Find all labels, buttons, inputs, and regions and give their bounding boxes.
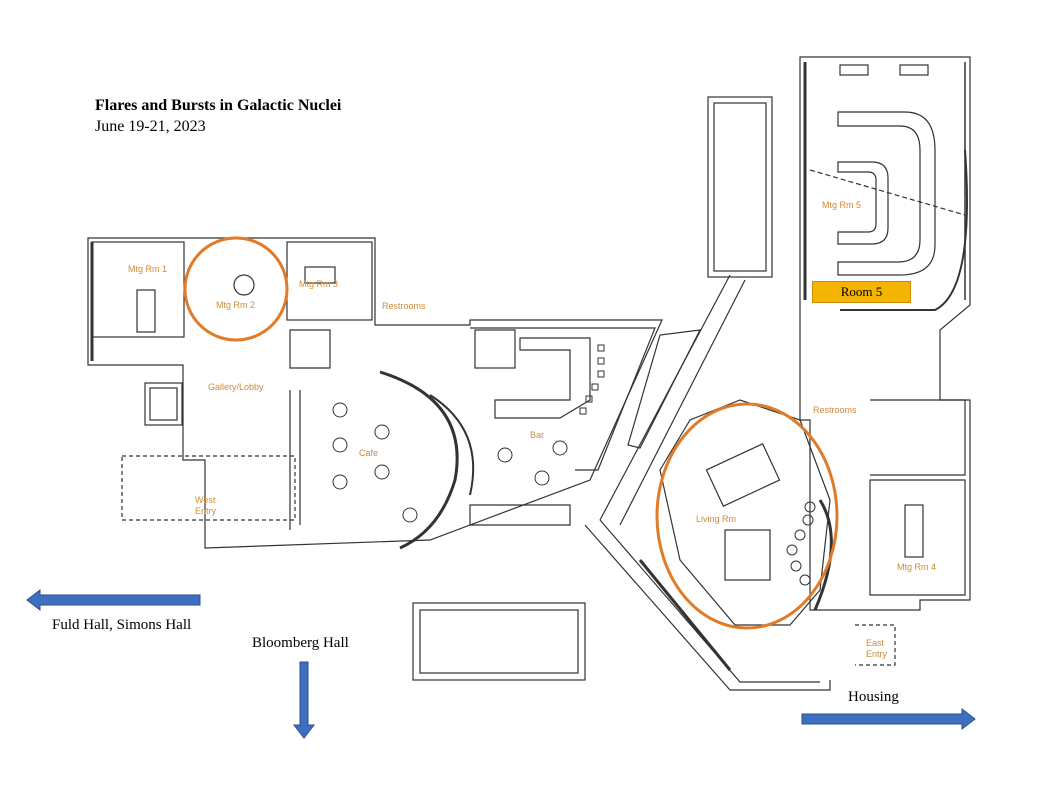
direction-south-label: Bloomberg Hall: [252, 635, 349, 651]
label-mtg-rm-2: Mtg Rm 2: [216, 300, 256, 310]
label-west-entry-1: West: [195, 495, 216, 505]
east-wing-outline: [799, 56, 971, 611]
living-rm-highlight-circle: [655, 402, 839, 630]
label-mtg-rm-5: Mtg Rm 5: [822, 200, 862, 210]
label-gallery-lobby: Gallery/Lobby: [208, 382, 264, 392]
west-arrow-icon: [26, 588, 201, 612]
label-restrooms-west: Restrooms: [382, 301, 426, 311]
label-west-entry-2: Entry: [195, 506, 217, 516]
east-arrow-icon: [801, 707, 976, 731]
mtg-rm-2-highlight-circle: [183, 236, 289, 342]
label-living-rm: Living Rm: [696, 514, 737, 524]
direction-west-label: Fuld Hall, Simons Hall: [52, 617, 192, 633]
label-mtg-rm-4: Mtg Rm 4: [897, 562, 937, 572]
west-wing-outline: [87, 237, 663, 549]
south-arrow-icon: [292, 661, 316, 739]
direction-east-label: Housing: [848, 689, 899, 705]
room-5-highlight: Room 5: [812, 281, 911, 303]
label-restrooms-east: Restrooms: [813, 405, 857, 415]
label-mtg-rm-3: Mtg Rm 3: [299, 279, 339, 289]
label-bar: Bar: [530, 430, 545, 440]
label-mtg-rm-1: Mtg Rm 1: [128, 264, 168, 274]
page-dates: June 19-21, 2023: [95, 118, 206, 135]
room-5-label: Room 5: [840, 284, 883, 299]
label-east-entry-2: Entry: [866, 649, 888, 659]
label-cafe: Cafe: [359, 448, 379, 458]
page-title: Flares and Bursts in Galactic Nuclei: [95, 97, 342, 114]
label-east-entry-1: East: [866, 638, 885, 648]
